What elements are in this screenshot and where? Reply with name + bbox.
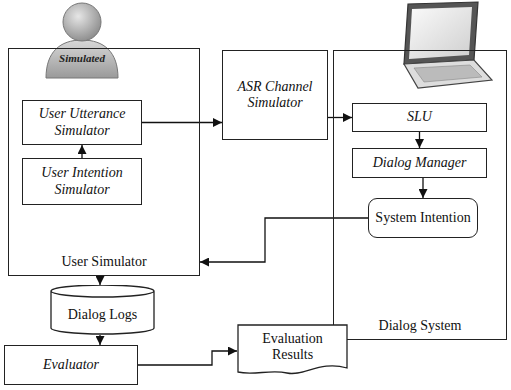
arrow-connector [99, 335, 100, 345]
group-box: User Simulator User Utterance SimulatorUs… [8, 48, 200, 276]
node-label: User Intention Simulator [23, 165, 141, 197]
arrow-connector [138, 351, 237, 365]
process-box: SLU [352, 103, 487, 132]
node-label: User Simulator [9, 254, 199, 270]
node-label: Dialog Logs [65, 297, 141, 323]
node-label: ASR Channel Simulator [223, 79, 327, 111]
process-box: Evaluator [4, 345, 138, 385]
arrow-connector [200, 218, 368, 262]
node-label: User Utterance Simulator [23, 106, 141, 138]
process-box: ASR Channel Simulator [222, 50, 328, 140]
process-box: Dialog Manager [352, 148, 487, 178]
rounded-box: System Intention [368, 198, 478, 238]
icon-caption: Simulated [50, 52, 114, 64]
node-label: System Intention [372, 210, 473, 226]
arrow-connector [99, 276, 100, 285]
arrow-connector [422, 178, 423, 198]
arrow-connector [142, 122, 222, 123]
node-label: Evaluator [40, 357, 102, 373]
arrow-connector [328, 117, 352, 118]
node-label: Dialog Manager [370, 155, 470, 171]
process-box: User Intention Simulator [22, 158, 142, 205]
database-cylinder: Dialog Logs [50, 285, 155, 335]
process-box: User Utterance Simulator [22, 100, 142, 145]
node-label: Evaluation Results [237, 331, 348, 371]
laptop-icon [404, 2, 492, 88]
person-icon [46, 3, 118, 78]
arrow-connector [81, 145, 82, 158]
document-shape: Evaluation Results [237, 324, 348, 378]
node-label: SLU [404, 109, 435, 125]
arrow-connector [419, 132, 420, 148]
group-box: Dialog System SLU Dialog ManagerSystem Int… [333, 50, 507, 340]
node-label: Dialog System [334, 318, 506, 334]
